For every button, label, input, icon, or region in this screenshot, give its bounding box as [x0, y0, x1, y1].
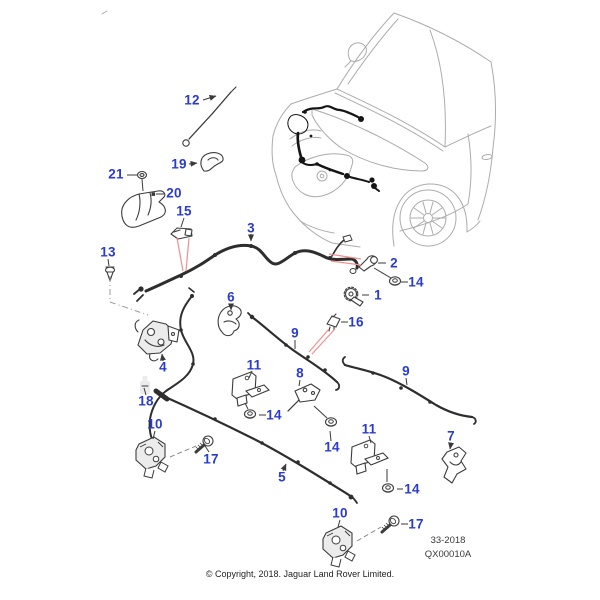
- part-15-hose-clip: [170, 227, 193, 240]
- part-16-cable-clip: [326, 313, 341, 332]
- assembly-connector-lines: [141, 178, 392, 482]
- part-callout-17[interactable]: 17: [408, 516, 424, 532]
- part-14-grommet-striker: [324, 417, 338, 427]
- section-code: 33-2018: [430, 535, 466, 546]
- part-callout-14[interactable]: 14: [404, 481, 420, 497]
- part-callout-13[interactable]: 13: [100, 244, 116, 260]
- part-6-bracket: [217, 305, 242, 337]
- part-callout-17[interactable]: 17: [203, 451, 219, 467]
- part-callout-8[interactable]: 8: [296, 365, 304, 381]
- dashed-reference-lines: [109, 276, 382, 542]
- part-9-release-cable-front: [247, 312, 341, 391]
- part-callout-16[interactable]: 16: [348, 314, 364, 330]
- part-3-washer-hose: [133, 234, 359, 302]
- part-11-bracket-right: [350, 439, 389, 475]
- part-10-latch-right: [322, 525, 356, 568]
- part-callout-10[interactable]: 10: [332, 505, 348, 521]
- drawing-code: QX00010A: [424, 549, 472, 560]
- drawing-reference: 33-2018 QX00010A: [403, 534, 493, 562]
- bonnet-harness-highlight: [287, 105, 380, 192]
- part-callout-6[interactable]: 6: [227, 289, 235, 305]
- part-14-grommet-jet: [388, 276, 402, 286]
- part-callout-14[interactable]: 14: [408, 274, 424, 290]
- part-20-cover-bracket: [121, 190, 166, 228]
- part-8-striker: [287, 383, 321, 412]
- vehicle-outline-illustration: [101, 10, 496, 248]
- part-17-bolt-left: [194, 434, 215, 454]
- part-callout-9[interactable]: 9: [291, 325, 299, 341]
- part-callout-15[interactable]: 15: [176, 203, 192, 219]
- part-12-bonnet-gas-strut: [182, 86, 237, 147]
- part-callout-1[interactable]: 1: [374, 287, 382, 303]
- part-14-grommet-centre: [243, 409, 257, 419]
- callout-leader-lines: [107, 95, 455, 528]
- highlight-locator-lines: [176, 237, 362, 355]
- part-7-bracket: [441, 446, 467, 484]
- part-1-washer-jet: [343, 286, 364, 307]
- part-19-hook-bracket: [200, 152, 224, 172]
- part-callout-18[interactable]: 18: [138, 393, 154, 409]
- part-callout-2[interactable]: 2: [390, 255, 398, 271]
- part-callout-5[interactable]: 5: [278, 469, 286, 485]
- part-callout-21[interactable]: 21: [108, 166, 124, 182]
- part-4-bonnet-latch-assembly: [134, 319, 180, 362]
- part-callout-4[interactable]: 4: [159, 359, 167, 375]
- part-9-release-cable-rear: [341, 356, 477, 425]
- part-10-latch-left: [135, 436, 169, 479]
- part-5-release-cable-long: [153, 388, 358, 504]
- part-callout-19[interactable]: 19: [171, 156, 187, 172]
- part-21-grommet: [136, 170, 148, 180]
- part-2-washer-jet: [358, 255, 378, 272]
- part-callout-14[interactable]: 14: [324, 439, 340, 455]
- part-callout-12[interactable]: 12: [184, 92, 200, 108]
- part-callout-10[interactable]: 10: [147, 416, 163, 432]
- part-callout-11[interactable]: 11: [361, 421, 377, 437]
- part-11-bracket-centre: [231, 371, 270, 407]
- part-callout-11[interactable]: 11: [246, 357, 262, 373]
- release-cable-to-latch: [148, 287, 195, 440]
- part-callout-9[interactable]: 9: [402, 363, 410, 379]
- part-18-switch: [140, 376, 150, 394]
- part-17-bolt-right: [380, 514, 401, 534]
- part-callout-14[interactable]: 14: [266, 407, 282, 423]
- part-callout-7[interactable]: 7: [447, 428, 455, 444]
- part-14-grommet-right: [381, 483, 395, 493]
- part-callout-20[interactable]: 20: [166, 185, 182, 201]
- copyright-text: © Copyright, 2018. Jaguar Land Rover Lim…: [205, 569, 395, 579]
- part-callout-3[interactable]: 3: [247, 220, 255, 236]
